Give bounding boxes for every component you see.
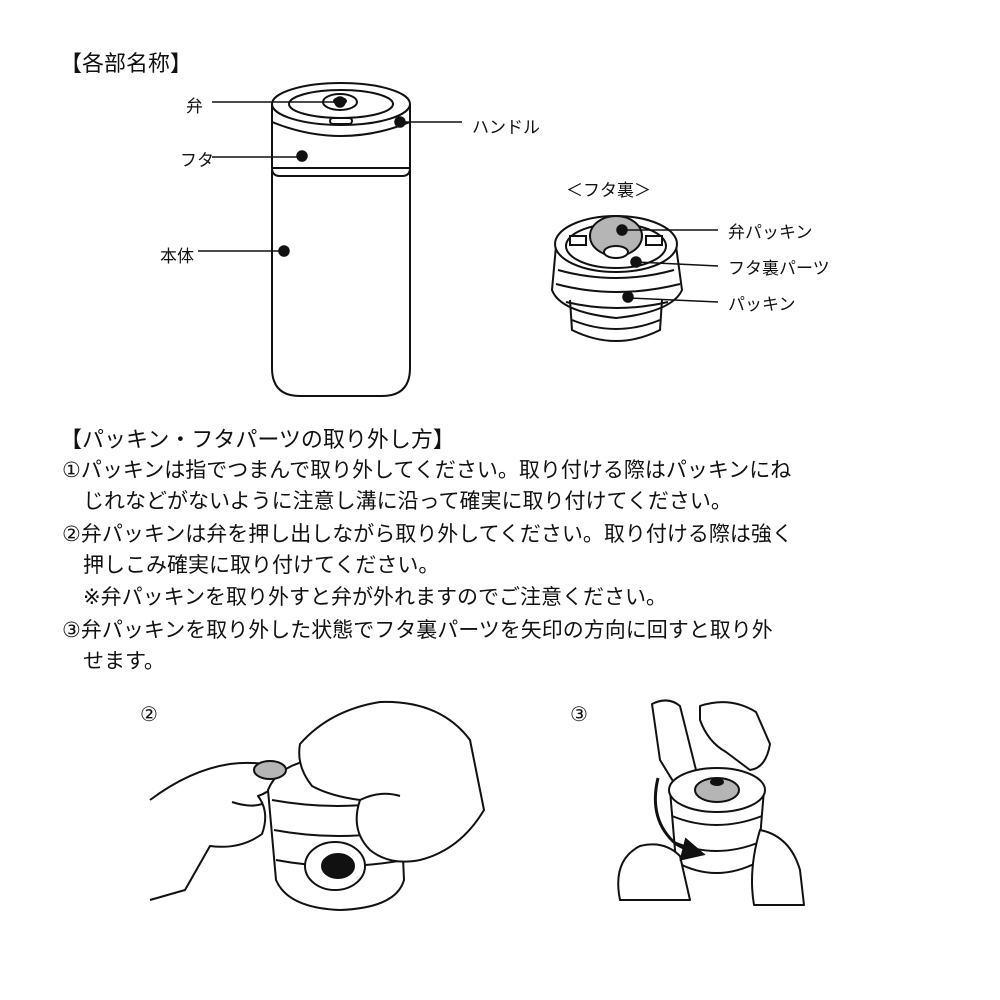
label-valve-packing: 弁パッキン bbox=[728, 223, 813, 243]
instruction-line-2: じれなどがないように注意し溝に沿って確実に取り付けてください。 bbox=[62, 489, 732, 513]
figure-3-illustration bbox=[617, 699, 805, 906]
lid-underside-illustration bbox=[550, 215, 684, 342]
dot-handle bbox=[394, 116, 406, 128]
label-lid: フタ bbox=[180, 151, 214, 171]
lid-underside-heading: ＜フタ裏＞ bbox=[566, 181, 651, 201]
instruction-line-1: ①パッキンは指でつまんで取り外してください。取り付ける際はパッキンにね bbox=[62, 458, 792, 482]
dot-lid-back-part bbox=[630, 256, 642, 268]
dot-valve bbox=[334, 96, 346, 108]
instruction-line-6: ③弁パッキンを取り外した状態でフタ裏パーツを矢印の方向に回すと取り外 bbox=[62, 618, 773, 642]
instruction-line-4: 押しこみ確実に取り付けてください。 bbox=[62, 553, 440, 577]
parts-heading: 【各部名称】 bbox=[60, 52, 193, 77]
bottle-body bbox=[271, 170, 411, 397]
parts-leaders bbox=[198, 96, 462, 257]
bottle-lid bbox=[271, 122, 411, 177]
figure-3-number: ③ bbox=[570, 702, 588, 726]
left-hand bbox=[149, 761, 287, 901]
dot-packing bbox=[622, 291, 634, 303]
dot-valve-packing bbox=[616, 224, 628, 236]
lower-left-hand bbox=[617, 843, 691, 901]
label-lid-back-part: フタ裏パーツ bbox=[728, 259, 830, 279]
bottle-illustration bbox=[271, 82, 411, 397]
figure-2-number: ② bbox=[140, 702, 158, 726]
label-packing: パッキン bbox=[728, 295, 796, 315]
instruction-line-5: ※弁パッキンを取り外すと弁が外れますのでご注意ください。 bbox=[62, 585, 667, 609]
label-body: 本体 bbox=[160, 247, 194, 267]
dot-lid bbox=[296, 150, 308, 162]
packing-on-finger bbox=[253, 760, 287, 780]
instruction-line-7: せます。 bbox=[62, 649, 165, 673]
dot-body bbox=[278, 245, 290, 257]
right-fingers bbox=[699, 701, 771, 771]
label-valve: 弁 bbox=[186, 97, 203, 117]
lid-underside-leaders bbox=[616, 224, 719, 303]
figure-2-illustration bbox=[149, 700, 485, 911]
removal-heading: 【パッキン・フタパーツの取り外し方】 bbox=[60, 428, 455, 453]
instruction-line-3: ②弁パッキンは弁を押し出しながら取り外してください。取り付ける際は強く bbox=[62, 522, 793, 546]
rotation-arrow bbox=[653, 777, 706, 861]
lower-right-hand bbox=[751, 829, 805, 906]
right-hand bbox=[298, 700, 485, 863]
label-handle: ハンドル bbox=[472, 118, 540, 138]
